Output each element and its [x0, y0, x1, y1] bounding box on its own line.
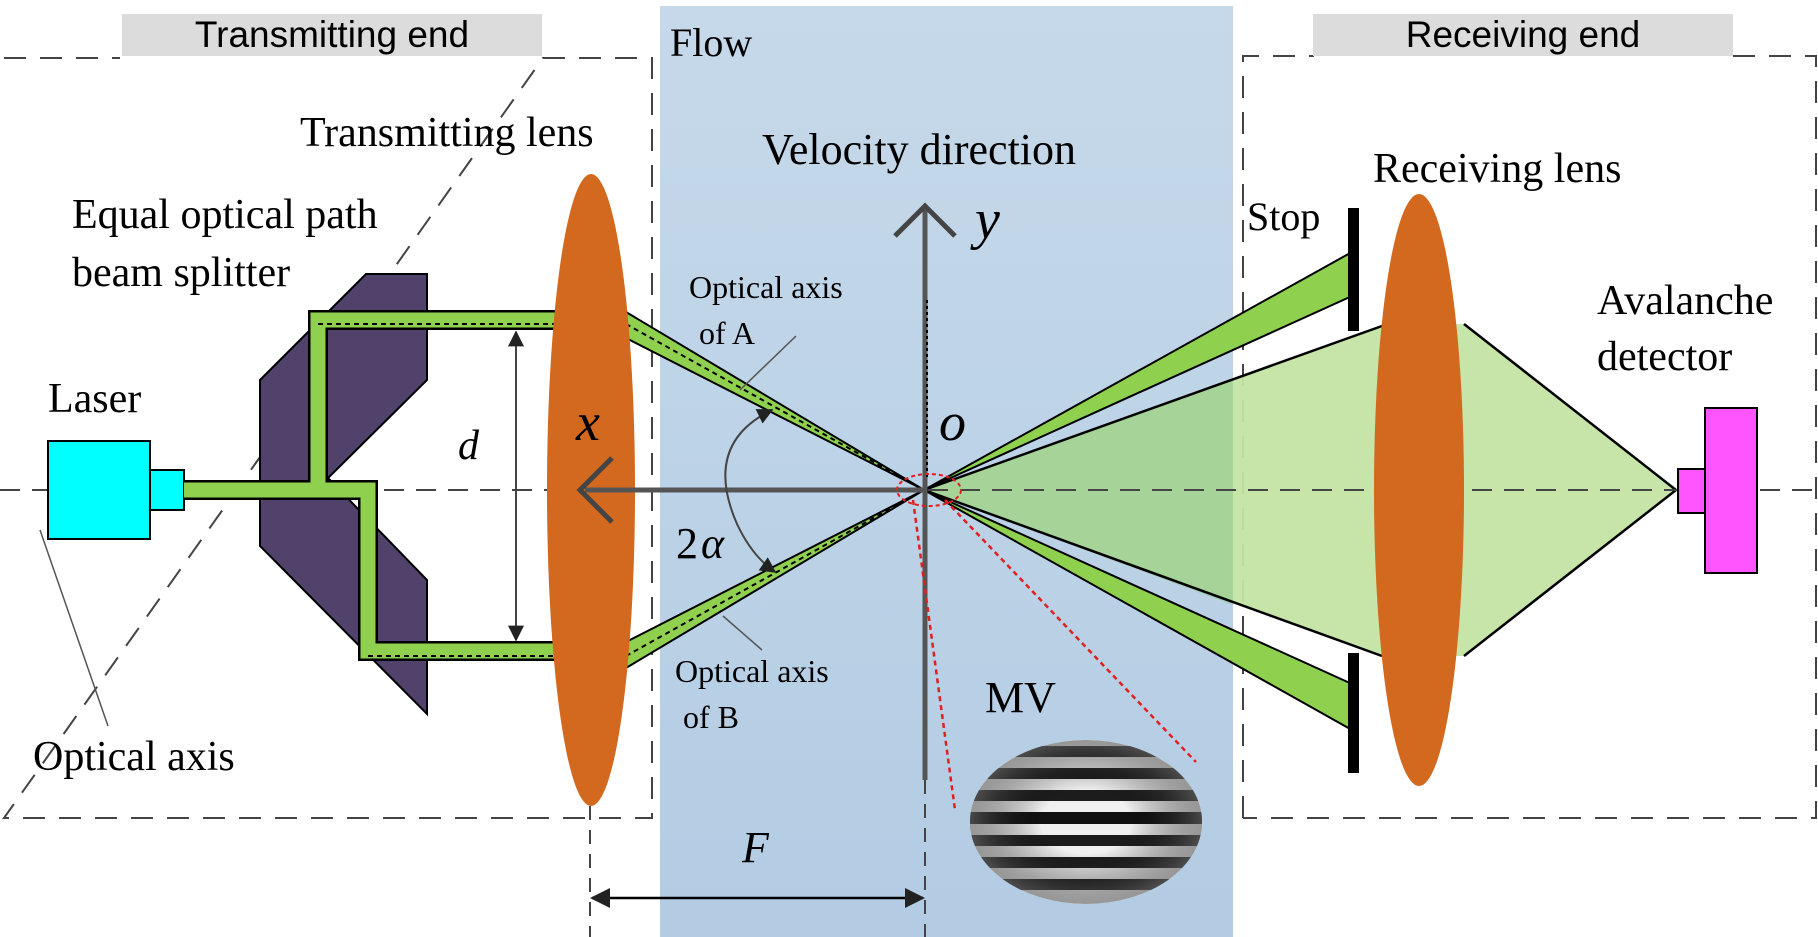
- y-axis-arrowhead: [893, 202, 957, 238]
- splitter-label-line1: Equal optical path: [72, 192, 378, 238]
- axis-a-leader: [739, 335, 797, 391]
- axis-b-label-line2: of B: [683, 699, 739, 735]
- symbol-d: d: [458, 423, 480, 469]
- laser-nozzle: [149, 469, 185, 511]
- detector-window: [1677, 468, 1706, 514]
- symbol-alpha: α: [701, 519, 725, 568]
- transmitting-lens-label: Transmitting lens: [300, 110, 594, 156]
- symbol-y: y: [970, 189, 1000, 251]
- stop-lower: [1348, 653, 1359, 773]
- flow-label: Flow: [670, 20, 752, 65]
- receiving-cone-overlap: [924, 378, 1233, 605]
- symbol-x: x: [575, 392, 600, 452]
- laser-body: [47, 440, 151, 540]
- detector-body: [1704, 407, 1758, 574]
- axis-b-leader: [722, 615, 763, 651]
- symbol-o: o: [939, 392, 966, 452]
- optical-axis-leader: [39, 529, 109, 727]
- splitter-beam-axis: [318, 323, 555, 657]
- symbol-F: F: [741, 823, 770, 872]
- symbol-2: 2: [676, 519, 698, 568]
- measurement-volume-marker: [896, 473, 962, 507]
- splitter-label-line2: beam splitter: [72, 250, 290, 296]
- transmitting-end-box: [2, 57, 653, 819]
- laser-label: Laser: [48, 376, 141, 422]
- mv-guide-left: [911, 499, 957, 811]
- transmitting-end-header-bg: [122, 14, 542, 56]
- stop-label: Stop: [1247, 194, 1320, 239]
- mv-guide-right: [944, 499, 1197, 763]
- axis-a-label-line2: of A: [699, 315, 755, 351]
- avalanche-label-line2: detector: [1597, 334, 1732, 380]
- optical-axis-label: Optical axis: [33, 734, 235, 780]
- receiving-end-header-bg: [1313, 14, 1733, 56]
- axis-b-label-line1: Optical axis: [675, 653, 829, 689]
- receiving-end-header: Receiving end: [1406, 14, 1640, 55]
- angle-2alpha-arc: [724, 409, 777, 573]
- axis-a-label-line1: Optical axis: [689, 269, 843, 305]
- avalanche-label-line1: Avalanche: [1597, 278, 1773, 324]
- receiving-lens: [1374, 194, 1464, 786]
- splitter-beam-path-fill: [184, 312, 555, 659]
- optical-axis-a-line: [625, 323, 925, 491]
- optical-axis-b-line: [625, 489, 925, 657]
- x-axis-arrowhead: [576, 456, 614, 524]
- mv-label: MV: [985, 673, 1056, 722]
- mv-fringe-pattern: [970, 740, 1202, 904]
- transmitting-end-header: Transmitting end: [195, 14, 469, 55]
- receiving-lens-label: Receiving lens: [1373, 146, 1621, 192]
- velocity-direction-label: Velocity direction: [762, 125, 1076, 174]
- stop-upper: [1348, 208, 1359, 331]
